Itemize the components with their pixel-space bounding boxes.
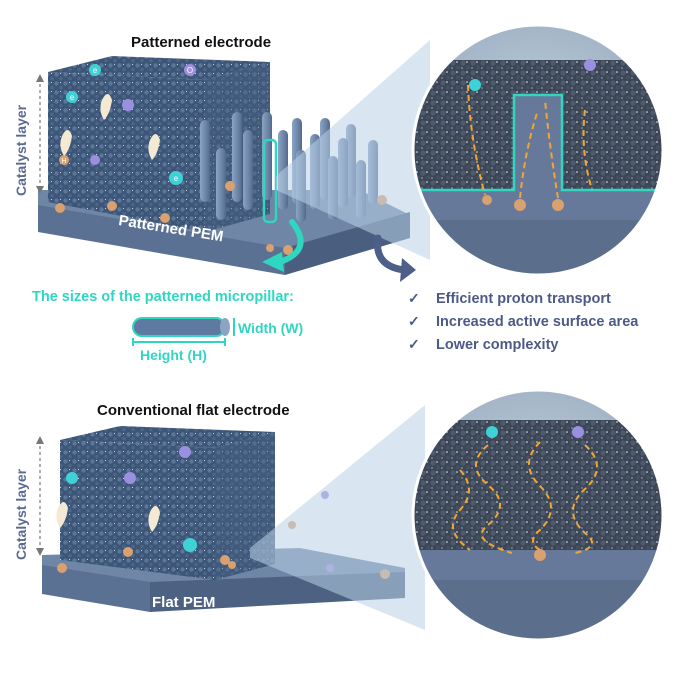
benefit-text: Lower complexity	[436, 337, 559, 353]
benefit-item: ✓ Efficient proton transport	[408, 290, 638, 313]
patterned-electrode-title: Patterned electrode	[131, 34, 272, 51]
flat-pem-label: Flat PEM	[152, 594, 216, 611]
zoom-cone-top	[276, 40, 430, 260]
svg-text:e: e	[93, 66, 98, 75]
flat-catalyst-block-top	[60, 426, 275, 448]
height-label: Height (H)	[140, 347, 207, 363]
micropillar-sizes-heading: The sizes of the patterned micropillar:	[32, 289, 294, 305]
zoom-view-patterned	[411, 23, 665, 277]
svg-text:H: H	[61, 158, 66, 165]
check-icon: ✓	[408, 336, 420, 352]
benefit-text: Efficient proton transport	[436, 291, 611, 307]
catalyst-layer-label-top: Catalyst layer	[13, 104, 29, 196]
benefit-item: ✓ Increased active surface area	[408, 313, 638, 336]
svg-text:O: O	[187, 66, 193, 75]
flat-pem-slab-front	[42, 565, 150, 612]
teal-curved-arrow	[277, 219, 304, 265]
svg-text:e: e	[70, 93, 75, 102]
catalyst-block-top	[48, 56, 270, 80]
blue-curved-arrow	[374, 234, 408, 274]
zoom-cone-bottom	[250, 405, 425, 630]
benefits-list: ✓ Efficient proton transport ✓ Increased a…	[408, 290, 638, 359]
micropillar-size-icon	[132, 317, 235, 346]
benefit-text: Increased active surface area	[436, 314, 639, 330]
check-icon: ✓	[408, 313, 420, 329]
width-label: Width (W)	[238, 320, 304, 336]
benefit-item: ✓ Lower complexity	[408, 336, 638, 359]
particles-top: e e O e H	[55, 64, 387, 255]
check-icon: ✓	[408, 290, 420, 306]
zoom-view-flat	[411, 388, 665, 642]
svg-text:e: e	[174, 174, 179, 183]
patterned-pem-slab-front	[38, 205, 285, 275]
flat-catalyst-block-front	[60, 440, 215, 580]
catalyst-layer-label-bottom: Catalyst layer	[13, 468, 29, 560]
flat-electrode-title: Conventional flat electrode	[97, 402, 290, 419]
catalyst-block-front	[48, 72, 205, 232]
